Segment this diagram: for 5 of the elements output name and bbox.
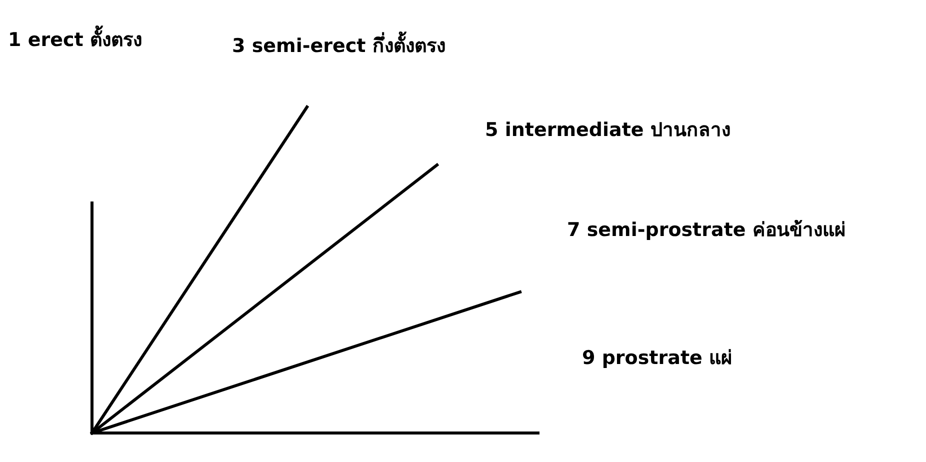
category-label: 3 semi-erect กึ่งตั้งตรง <box>232 34 446 58</box>
category-label: 5 intermediate ปานกลาง <box>485 118 730 142</box>
category-label: 1 erect ตั้งตรง <box>8 28 142 52</box>
category-label: 7 semi-prostrate ค่อนข้างแผ่ <box>567 218 846 242</box>
category-label: 9 prostrate แผ่ <box>582 346 732 370</box>
